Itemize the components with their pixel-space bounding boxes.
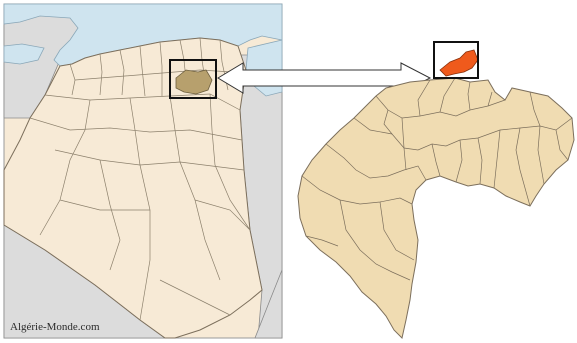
province-detail-map xyxy=(297,41,575,339)
neighbor-land-southeast xyxy=(254,269,283,339)
map-credit: Algérie-Monde.com xyxy=(10,321,100,333)
square-frame-icon xyxy=(169,59,217,99)
algeria-overview-map: Algérie-Monde.com xyxy=(3,3,283,339)
province-region-outline xyxy=(297,77,575,339)
sea-west-inlet xyxy=(3,43,45,65)
algeria-outline xyxy=(3,37,263,339)
square-frame-icon-detail xyxy=(433,41,479,79)
highlighted-province-overview xyxy=(175,69,213,95)
double-arrow-icon xyxy=(217,62,432,94)
province-detail-borders xyxy=(301,77,573,281)
highlighted-province-detail xyxy=(439,49,479,77)
